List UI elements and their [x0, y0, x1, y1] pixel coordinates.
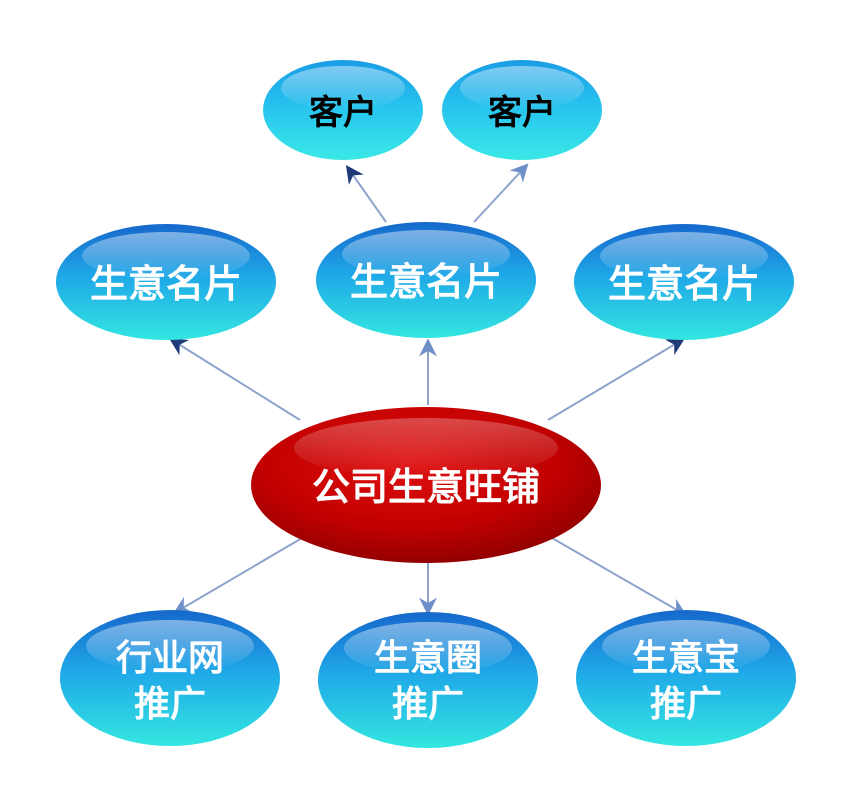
center-node: 公司生意旺铺 — [251, 407, 601, 563]
arrow-center-to-card-1 — [168, 338, 301, 421]
customer-label-1: 客户 — [309, 93, 377, 133]
card-node-3: 生意名片 — [574, 224, 794, 340]
arrow-center-to-promo-1 — [172, 537, 303, 614]
center-label: 公司生意旺铺 — [312, 465, 540, 509]
promo-node-2: 生意圈 推广 — [318, 612, 538, 748]
connectors — [168, 163, 688, 616]
promo-label-3-line1: 生意宝 — [632, 638, 740, 679]
card-label-2: 生意名片 — [350, 260, 502, 304]
card-node-2: 生意名片 — [316, 222, 536, 338]
customer-node-1: 客户 — [263, 60, 423, 160]
promo-label-1-line2: 推广 — [134, 684, 206, 725]
arrow-center-to-card-3 — [547, 338, 686, 421]
card-label-3: 生意名片 — [608, 262, 760, 306]
promo-label-2-line2: 推广 — [392, 684, 464, 725]
promo-label-1-line1: 行业网 — [116, 638, 224, 679]
promo-node-1: 行业网 推广 — [60, 610, 280, 746]
arrow-card-to-customer-2 — [473, 163, 529, 223]
customer-label-2: 客户 — [488, 93, 556, 133]
arrow-center-to-promo-3 — [551, 537, 688, 616]
arrow-card-to-customer-1 — [345, 165, 387, 223]
promo-node-3: 生意宝 推广 — [576, 610, 796, 746]
card-label-1: 生意名片 — [90, 262, 242, 306]
promo-label-2-line1: 生意圈 — [374, 638, 482, 679]
promo-label-3-line2: 推广 — [650, 684, 722, 725]
card-node-1: 生意名片 — [56, 224, 276, 340]
customer-node-2: 客户 — [442, 60, 602, 160]
